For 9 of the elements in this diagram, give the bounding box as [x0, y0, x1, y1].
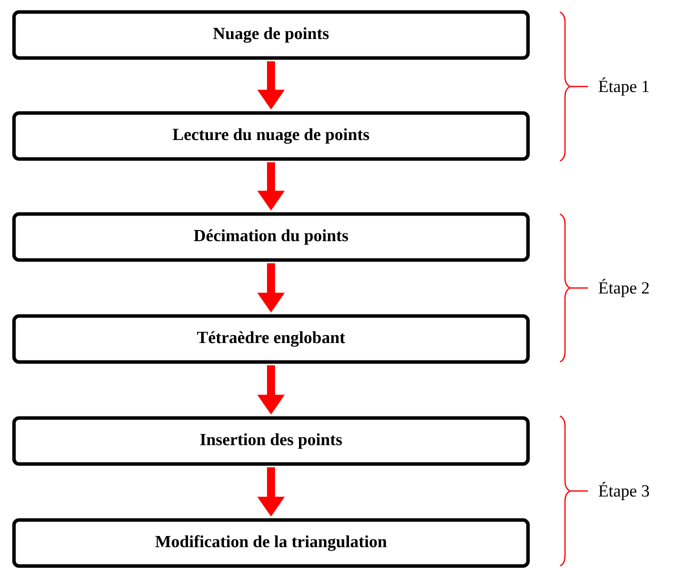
process-box: Nuage de points: [12, 10, 530, 60]
process-box: Insertion des points: [12, 416, 530, 466]
step-label: Étape 1: [598, 77, 649, 96]
process-box: Décimation du points: [12, 212, 530, 262]
process-box: Lecture du nuage de points: [12, 111, 530, 161]
step-label: Étape 3: [598, 482, 649, 500]
process-box: Tétraèdre englobant: [12, 314, 530, 364]
process-box: Modification de la triangulation: [12, 518, 530, 568]
step-label: Étape 2: [598, 278, 649, 298]
